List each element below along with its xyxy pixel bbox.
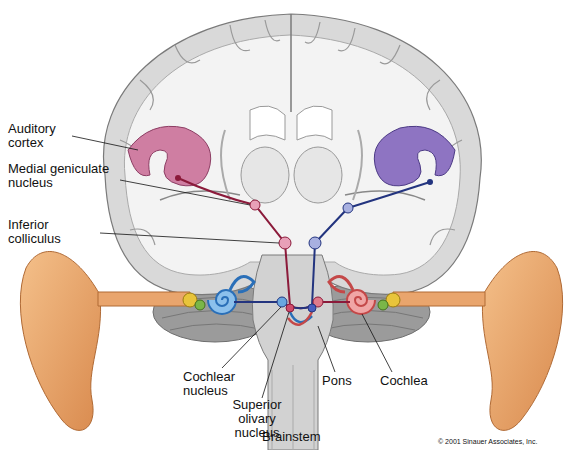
structure-label: Medial geniculate nucleus	[8, 162, 133, 190]
structure-label: Inferior colliculus	[8, 218, 98, 246]
copyright-note: © 2001 Sinauer Associates, Inc.	[438, 437, 537, 446]
structure-label: Auditory cortex	[8, 122, 74, 150]
right-ear	[329, 251, 563, 430]
structure-label: Cochlear nucleus	[183, 370, 253, 398]
structure-label: Cochlea	[380, 374, 428, 388]
right-auditory-cortex	[374, 126, 455, 186]
left-pathway	[178, 178, 350, 308]
nuclei	[175, 175, 433, 312]
brain-section	[104, 14, 482, 295]
right-pathway	[234, 182, 430, 308]
structure-label: Pons	[322, 374, 352, 388]
structure-label: Brainstem	[262, 430, 321, 444]
left-auditory-cortex	[128, 126, 211, 186]
leader-lines	[72, 136, 392, 398]
left-ear	[20, 251, 254, 430]
